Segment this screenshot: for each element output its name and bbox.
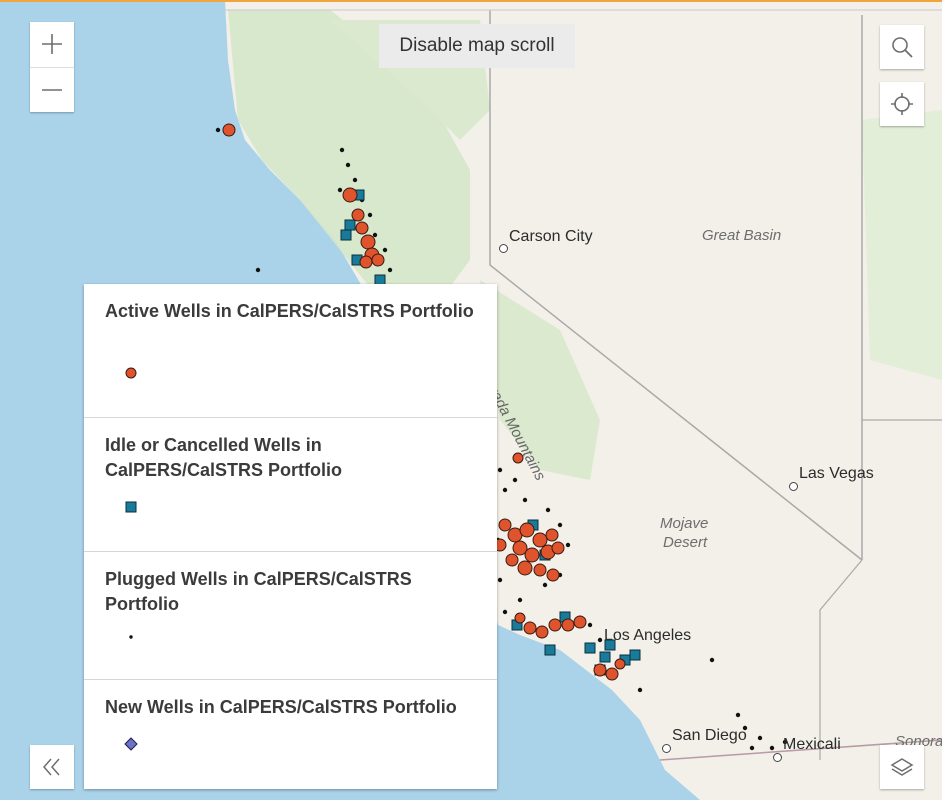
label-los-angeles: Los Angeles xyxy=(604,627,692,644)
layers-button[interactable] xyxy=(880,745,924,789)
city-marker-mexicali xyxy=(773,753,782,762)
label-san-diego: San Diego xyxy=(672,727,747,744)
legend-title-active: Active Wells in CalPERS/CalSTRS Portfoli… xyxy=(105,301,474,321)
label-great-basin: Great Basin xyxy=(702,227,782,244)
active-wells-layer xyxy=(222,123,626,681)
legend-item-plugged: Plugged Wells in CalPERS/CalSTRS Portfol… xyxy=(84,552,497,680)
minus-icon xyxy=(42,88,62,91)
new-well-symbol xyxy=(124,737,138,751)
legend-item-idle: Idle or Cancelled Wells in CalPERS/CalST… xyxy=(84,418,497,552)
legend-title-idle: Idle or Cancelled Wells in CalPERS/CalST… xyxy=(105,435,343,480)
layers-icon xyxy=(890,758,914,776)
label-carson-city: Carson City xyxy=(509,228,593,245)
zoom-separator xyxy=(30,66,74,68)
legend-title-plugged: Plugged Wells in CalPERS/CalSTRS Portfol… xyxy=(105,569,412,614)
legend-panel: Active Wells in CalPERS/CalSTRS Portfoli… xyxy=(84,284,497,789)
top-accent-bar xyxy=(0,0,942,2)
zoom-out-button[interactable] xyxy=(30,67,74,112)
disable-map-scroll-button[interactable]: Disable map scroll xyxy=(379,24,575,68)
legend-title-new: New Wells in CalPERS/CalSTRS Portfolio xyxy=(105,697,457,717)
locate-button[interactable] xyxy=(880,82,924,126)
active-well-symbol xyxy=(125,367,137,379)
crosshair-icon xyxy=(891,93,913,115)
search-button[interactable] xyxy=(880,25,924,69)
plugged-wells-layer xyxy=(215,127,788,751)
plugged-well-symbol xyxy=(129,635,133,639)
zoom-control xyxy=(30,22,74,112)
collapse-legend-button[interactable] xyxy=(30,745,74,789)
legend-item-new: New Wells in CalPERS/CalSTRS Portfolio xyxy=(84,680,497,788)
label-desert: Desert xyxy=(663,534,708,551)
label-mexicali: Mexicali xyxy=(783,736,841,753)
idle-well-symbol xyxy=(125,501,137,513)
city-marker-san-diego xyxy=(662,744,671,753)
search-icon xyxy=(892,37,913,58)
label-mojave: Mojave xyxy=(660,515,709,532)
zoom-in-button[interactable] xyxy=(30,22,74,67)
label-las-vegas: Las Vegas xyxy=(799,465,874,482)
legend-item-active: Active Wells in CalPERS/CalSTRS Portfoli… xyxy=(84,284,497,418)
city-marker-carson-city xyxy=(499,244,508,253)
plus-icon xyxy=(42,34,62,55)
city-marker-las-vegas xyxy=(789,482,798,491)
double-chevron-left-icon xyxy=(43,758,60,776)
